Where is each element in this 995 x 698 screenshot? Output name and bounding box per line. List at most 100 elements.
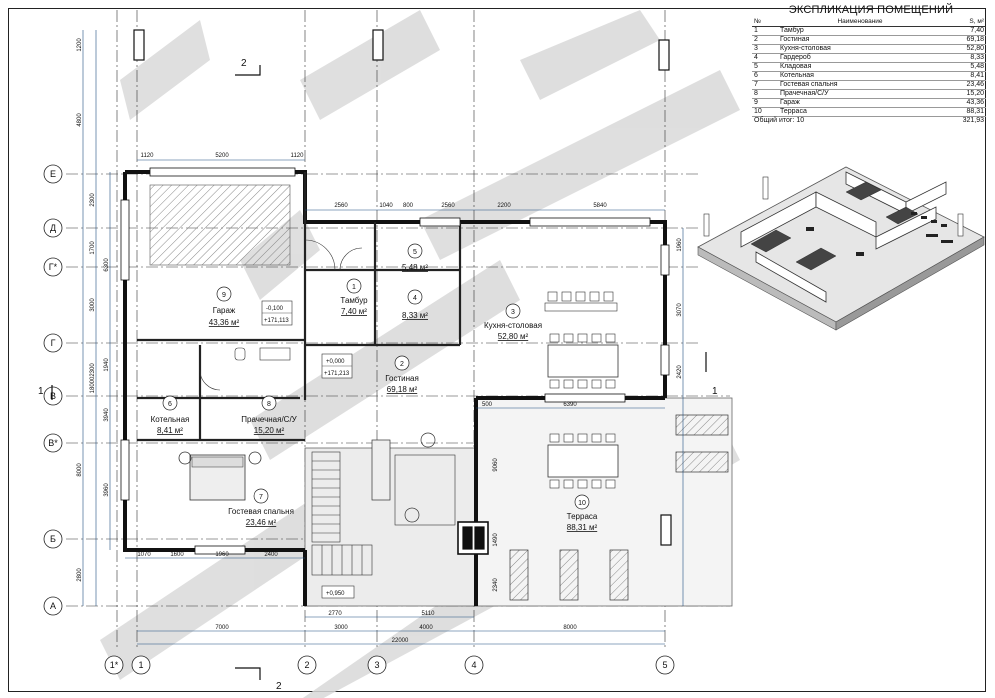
row-num: 3 <box>752 44 778 54</box>
dim-small-500: 500 <box>482 402 493 408</box>
room7-num: 7 <box>259 494 263 501</box>
dining-table <box>547 344 619 378</box>
axis-col-3: 3 <box>374 660 379 670</box>
dim-right-5: 2340 <box>493 578 499 592</box>
axis-row-V: В <box>50 391 56 401</box>
room6-area: 8,41 м² <box>157 426 183 435</box>
dim-bot1-2: 1960 <box>215 552 229 558</box>
axis-row-V-star: В* <box>48 438 58 448</box>
axis-row-G-star: Г* <box>49 262 58 272</box>
dim-bot3-0: 7000 <box>215 625 229 631</box>
garage-car <box>149 184 291 266</box>
dim-mid-2: 800 <box>403 203 414 209</box>
section-markers <box>51 65 707 680</box>
row-name: Гостиная <box>778 35 942 45</box>
row-num: 5 <box>752 62 778 72</box>
stairs <box>311 451 373 576</box>
room-number-circles <box>162 243 590 510</box>
kitchen-island <box>544 302 618 312</box>
section-top-label: 2 <box>241 58 247 69</box>
dim-bot3-2: 4000 <box>419 625 433 631</box>
section-bottom-label: 2 <box>276 681 282 692</box>
interior-walls <box>137 172 462 442</box>
row-name: Кухня-столовая <box>778 44 942 54</box>
room7-area: 23,46 м² <box>246 518 277 527</box>
room10-name: Терраса <box>567 512 598 521</box>
level-porch: +0,950 <box>326 591 345 597</box>
row-num: 6 <box>752 71 778 81</box>
room2-num: 2 <box>400 361 404 368</box>
level-hall-a: +0,000 <box>326 359 345 365</box>
dim-right-0: 1960 <box>677 238 683 252</box>
room2-name: Гостиная <box>385 374 419 383</box>
row-area: 23,46 <box>942 80 986 90</box>
total-label: Общий итог: 10 <box>754 117 805 124</box>
section-left-label: 1 <box>38 386 44 397</box>
level-hall-b: +171,213 <box>324 371 350 377</box>
dim-right-1: 3070 <box>677 303 683 317</box>
row-num: 9 <box>752 98 778 108</box>
terrace-table <box>547 444 619 478</box>
row-num: 7 <box>752 80 778 90</box>
row-num: 2 <box>752 35 778 45</box>
terrace-chairs <box>549 433 616 489</box>
row-name: Гостевая спальня <box>778 80 942 90</box>
axis-col-1: 1 <box>138 660 143 670</box>
dim-left-inner-2: 6300 <box>104 258 110 272</box>
room10-num: 10 <box>578 500 586 507</box>
row-name: Котельная <box>778 71 942 81</box>
dim-left-outer-1: 4800 <box>77 113 83 127</box>
dim-bottom-total: 22000 <box>392 638 409 644</box>
room2-area: 69,18 м² <box>387 385 418 394</box>
dim-left-outer-0: 1200 <box>77 38 83 52</box>
row-area: 8,41 <box>942 71 986 81</box>
row-area: 88,31 <box>942 107 986 117</box>
room1-name: Тамбур <box>340 296 368 305</box>
dim-mid-4: 2200 <box>497 203 511 209</box>
columns <box>133 29 672 555</box>
row-area: 15,20 <box>942 89 986 99</box>
room1-num: 1 <box>352 284 356 291</box>
dim-right-2: 2420 <box>677 365 683 379</box>
pillows <box>191 456 244 468</box>
dim-left-inner-7: 3960 <box>104 483 110 497</box>
dim-top-2: 1120 <box>291 153 305 159</box>
dim-bot1-3: 2400 <box>264 552 278 558</box>
dim-left-inner-0: 2300 <box>90 193 96 207</box>
sofa <box>371 439 391 501</box>
axis-col-5: 5 <box>662 660 667 670</box>
dim-mid-0: 2560 <box>334 203 348 209</box>
dim-left-inner-6: 3940 <box>104 408 110 422</box>
dim-top-0: 1120 <box>141 153 155 159</box>
room3-name: Кухня-столовая <box>484 321 542 330</box>
section-right-label: 1 <box>712 386 718 397</box>
iso-dark-rooms <box>750 181 919 271</box>
row-area: 43,36 <box>942 98 986 108</box>
total-area: 321,93 <box>962 117 984 124</box>
row-area: 7,40 <box>942 26 986 36</box>
level-marks: -0,100 +171,113 +0,000 +171,213 +0,950 <box>261 300 355 599</box>
iso-furniture <box>806 212 953 256</box>
row-name: Кладовая <box>778 62 942 72</box>
door-swings <box>199 239 363 391</box>
drawing-frame <box>8 8 986 692</box>
room-schedule: ЭКСПЛИКАЦИЯ ПОМЕЩЕНИЙ № Наименование S, … <box>752 4 990 125</box>
iso-right-face <box>835 236 985 331</box>
room1-area: 7,40 м² <box>341 307 367 316</box>
bathroom-fixtures <box>234 347 291 361</box>
room4-area: 8,33 м² <box>402 311 428 320</box>
armchair <box>420 432 436 448</box>
row-area: 5,48 <box>942 62 986 72</box>
col-axis-bubbles <box>104 655 675 675</box>
row-num: 8 <box>752 89 778 99</box>
